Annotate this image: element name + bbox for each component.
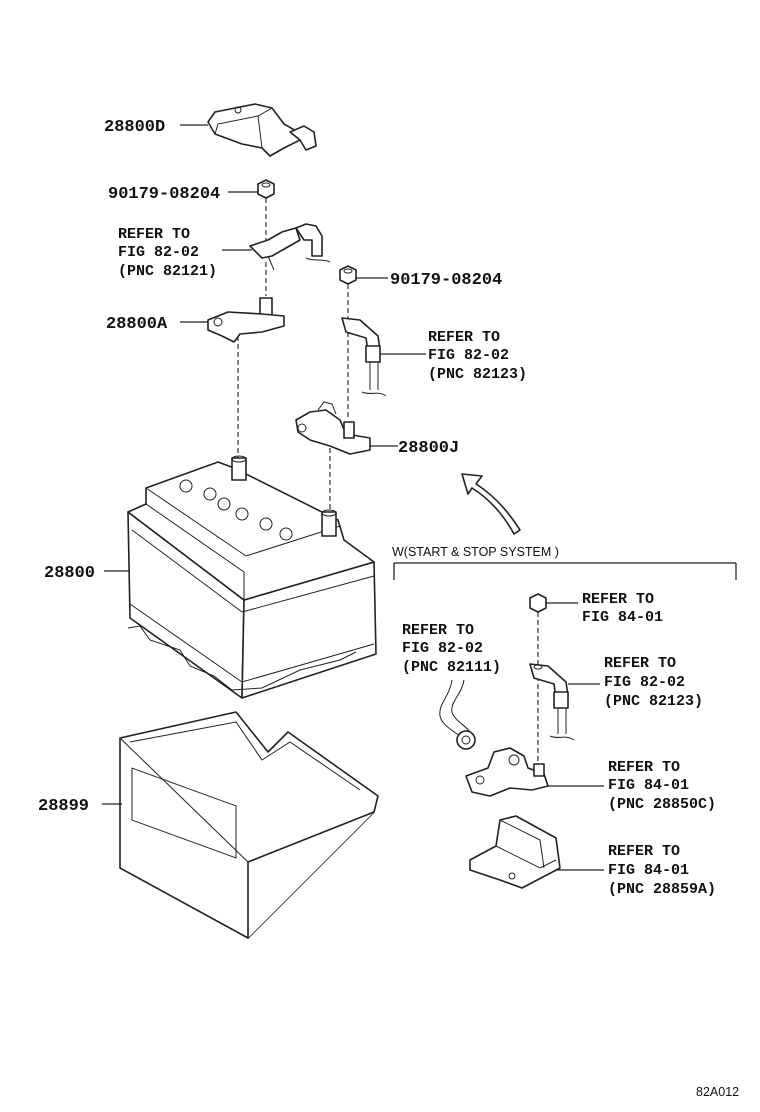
ref2-line1: REFER TO — [428, 329, 500, 346]
cable-connector-ref1-drawing — [249, 223, 331, 271]
ref3-line1: REFER TO — [582, 591, 654, 608]
cover-28800d-drawing — [207, 103, 317, 157]
ref4-line2: FIG 82-02 — [402, 640, 483, 657]
holder-ref7-drawing — [469, 815, 561, 889]
nut-inset-drawing — [529, 593, 547, 613]
label-tray: 28899 — [38, 797, 89, 816]
ref6-line3: (PNC 28850C) — [608, 796, 716, 813]
ref4-line1: REFER TO — [402, 622, 474, 639]
label-terminal-neg: 28800J — [398, 439, 459, 458]
inset-bracket — [393, 562, 737, 580]
figure-id: 82A012 — [696, 1085, 739, 1099]
nut-right-drawing — [339, 265, 357, 285]
ref1-line1: REFER TO — [118, 226, 190, 243]
ref1-line3: (PNC 82121) — [118, 263, 217, 280]
ref7-line3: (PNC 28859A) — [608, 881, 716, 898]
cable-bracket-ref2-drawing — [341, 317, 387, 397]
ref5-line3: (PNC 82123) — [604, 693, 703, 710]
label-cover: 28800D — [104, 118, 165, 137]
terminal-ref6-drawing — [465, 747, 549, 797]
tray-28899-drawing — [119, 711, 379, 939]
ref6-line1: REFER TO — [608, 759, 680, 776]
terminal-28800a-drawing — [207, 262, 285, 343]
battery-28800-drawing — [127, 455, 377, 699]
nut-top-drawing — [257, 179, 275, 199]
cable-ref4-drawing — [439, 679, 476, 750]
label-battery: 28800 — [44, 564, 95, 583]
ref3-line2: FIG 84-01 — [582, 609, 663, 626]
ref1-line2: FIG 82-02 — [118, 244, 199, 261]
terminal-28800j-drawing — [295, 401, 371, 455]
ref7-line1: REFER TO — [608, 843, 680, 860]
ref6-line2: FIG 84-01 — [608, 777, 689, 794]
label-nut-right: 90179-08204 — [390, 271, 502, 290]
label-terminal-pos: 28800A — [106, 315, 168, 334]
ref2-line3: (PNC 82123) — [428, 366, 527, 383]
inset-label: W(START & STOP SYSTEM ) — [392, 545, 559, 559]
ref4-line3: (PNC 82111) — [402, 659, 501, 676]
arrow-icon — [461, 473, 521, 535]
ref2-line2: FIG 82-02 — [428, 347, 509, 364]
label-nut-top: 90179-08204 — [108, 185, 220, 204]
ref7-line2: FIG 84-01 — [608, 862, 689, 879]
bracket-ref5-drawing — [529, 663, 575, 741]
ref5-line1: REFER TO — [604, 655, 676, 672]
ref5-line2: FIG 82-02 — [604, 674, 685, 691]
